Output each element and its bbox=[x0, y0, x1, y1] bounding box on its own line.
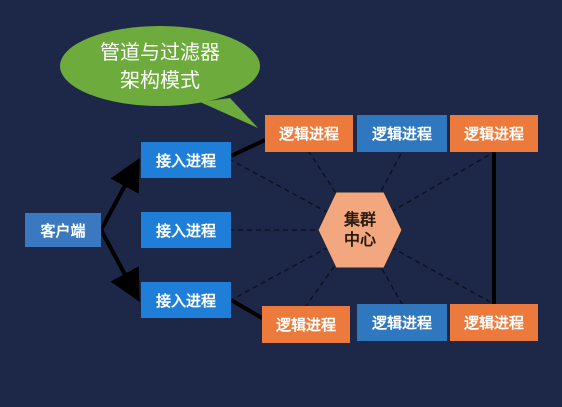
logic-node-3: 逻辑进程 bbox=[450, 115, 538, 152]
bubble-title: 管道与过滤器 架构模式 bbox=[70, 34, 250, 98]
cluster-hub-line1: 集群 bbox=[343, 210, 376, 229]
logic-node-label: 逻辑进程 bbox=[463, 125, 524, 143]
pipeline-links bbox=[229, 138, 496, 320]
logic-node-label: 逻辑进程 bbox=[371, 125, 432, 143]
logic-node-label: 逻辑进程 bbox=[463, 314, 524, 332]
client-node-label: 客户端 bbox=[40, 221, 86, 240]
access-node-label: 接入进程 bbox=[155, 291, 216, 310]
cluster-hub-line2: 中心 bbox=[343, 230, 376, 249]
speech-bubble bbox=[60, 26, 260, 128]
access-node-2: 接入进程 bbox=[141, 212, 231, 248]
access-node-label: 接入进程 bbox=[155, 221, 216, 240]
access-node-1: 接入进程 bbox=[141, 142, 231, 178]
bubble-title-line1: 管道与过滤器 bbox=[100, 40, 220, 64]
access-node-3: 接入进程 bbox=[141, 282, 231, 318]
logic-node-label: 逻辑进程 bbox=[371, 314, 432, 332]
logic-node-2: 逻辑进程 bbox=[357, 115, 447, 152]
logic-node-label: 逻辑进程 bbox=[278, 125, 339, 143]
access-node-label: 接入进程 bbox=[155, 151, 216, 170]
client-node: 客户端 bbox=[25, 213, 101, 247]
client-arrows bbox=[99, 157, 140, 303]
logic-node-1: 逻辑进程 bbox=[265, 115, 353, 152]
cluster-hub-label: 集群 中心 bbox=[318, 204, 402, 256]
logic-node-5: 逻辑进程 bbox=[357, 304, 447, 341]
logic-node-6: 逻辑进程 bbox=[450, 304, 538, 341]
bubble-title-line2: 架构模式 bbox=[120, 68, 200, 92]
logic-node-4: 逻辑进程 bbox=[262, 306, 350, 343]
logic-node-label: 逻辑进程 bbox=[275, 316, 336, 334]
cluster-hub-hexagon bbox=[317, 191, 403, 269]
